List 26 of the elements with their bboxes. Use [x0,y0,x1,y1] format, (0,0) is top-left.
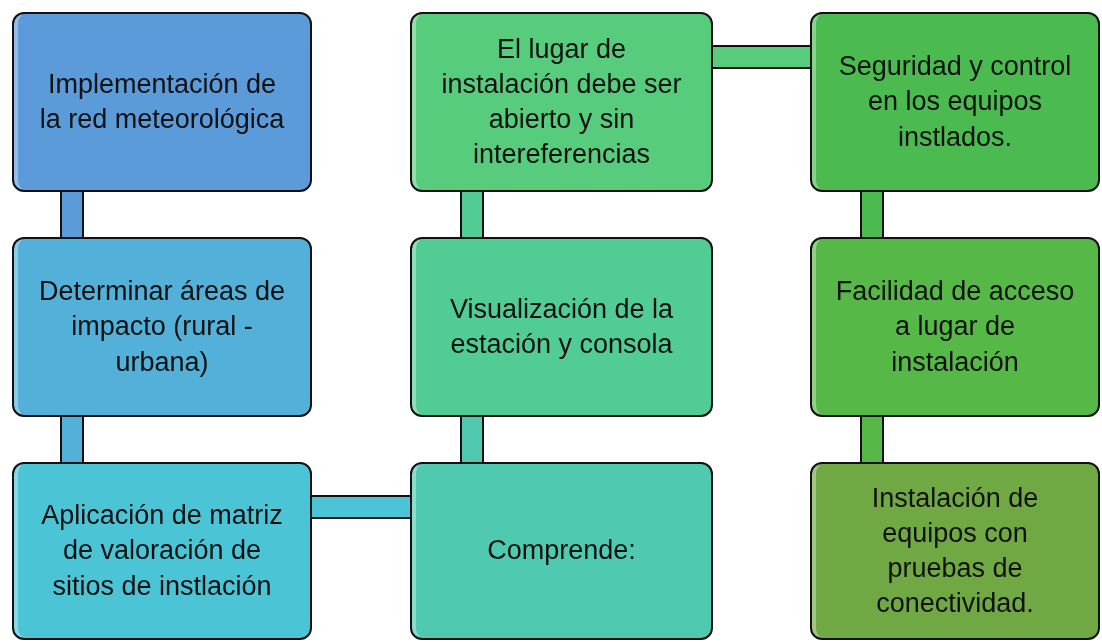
process-box [810,462,1100,640]
connector-bar [60,190,84,239]
connector-bar [460,190,484,239]
box-label: El lugar de instalación debe ser abierto y sin intereferencias [440,32,683,172]
process-box [12,237,312,417]
connector-bar [860,415,884,464]
process-box [12,12,312,192]
box-label: Seguridad y control en los equipos instlados. [837,50,1073,154]
process-box [810,12,1100,192]
box-label: Instalación de equipos con pruebas de conectividad. [870,481,1040,621]
process-box [410,12,713,192]
connector-bar [60,415,84,464]
box-label: Aplicación de matriz de valoración de sitios de instlación [40,499,284,603]
connector-bar [860,190,884,239]
connector-bar [460,415,484,464]
connector-bar [711,45,812,69]
box-label: Determinar áreas de impacto (rural - urbana) [37,275,287,379]
process-box [410,462,713,640]
process-box [12,462,312,640]
box-label: Visualización de la estación y consola [448,292,675,361]
connector-bar [310,495,412,519]
process-box [810,237,1100,417]
box-label: Implementación de la red meteorológica [38,67,286,136]
process-box [410,237,713,417]
box-label: Comprende: [486,534,637,568]
box-label: Facilidad de acceso a lugar de instalación [834,275,1076,379]
